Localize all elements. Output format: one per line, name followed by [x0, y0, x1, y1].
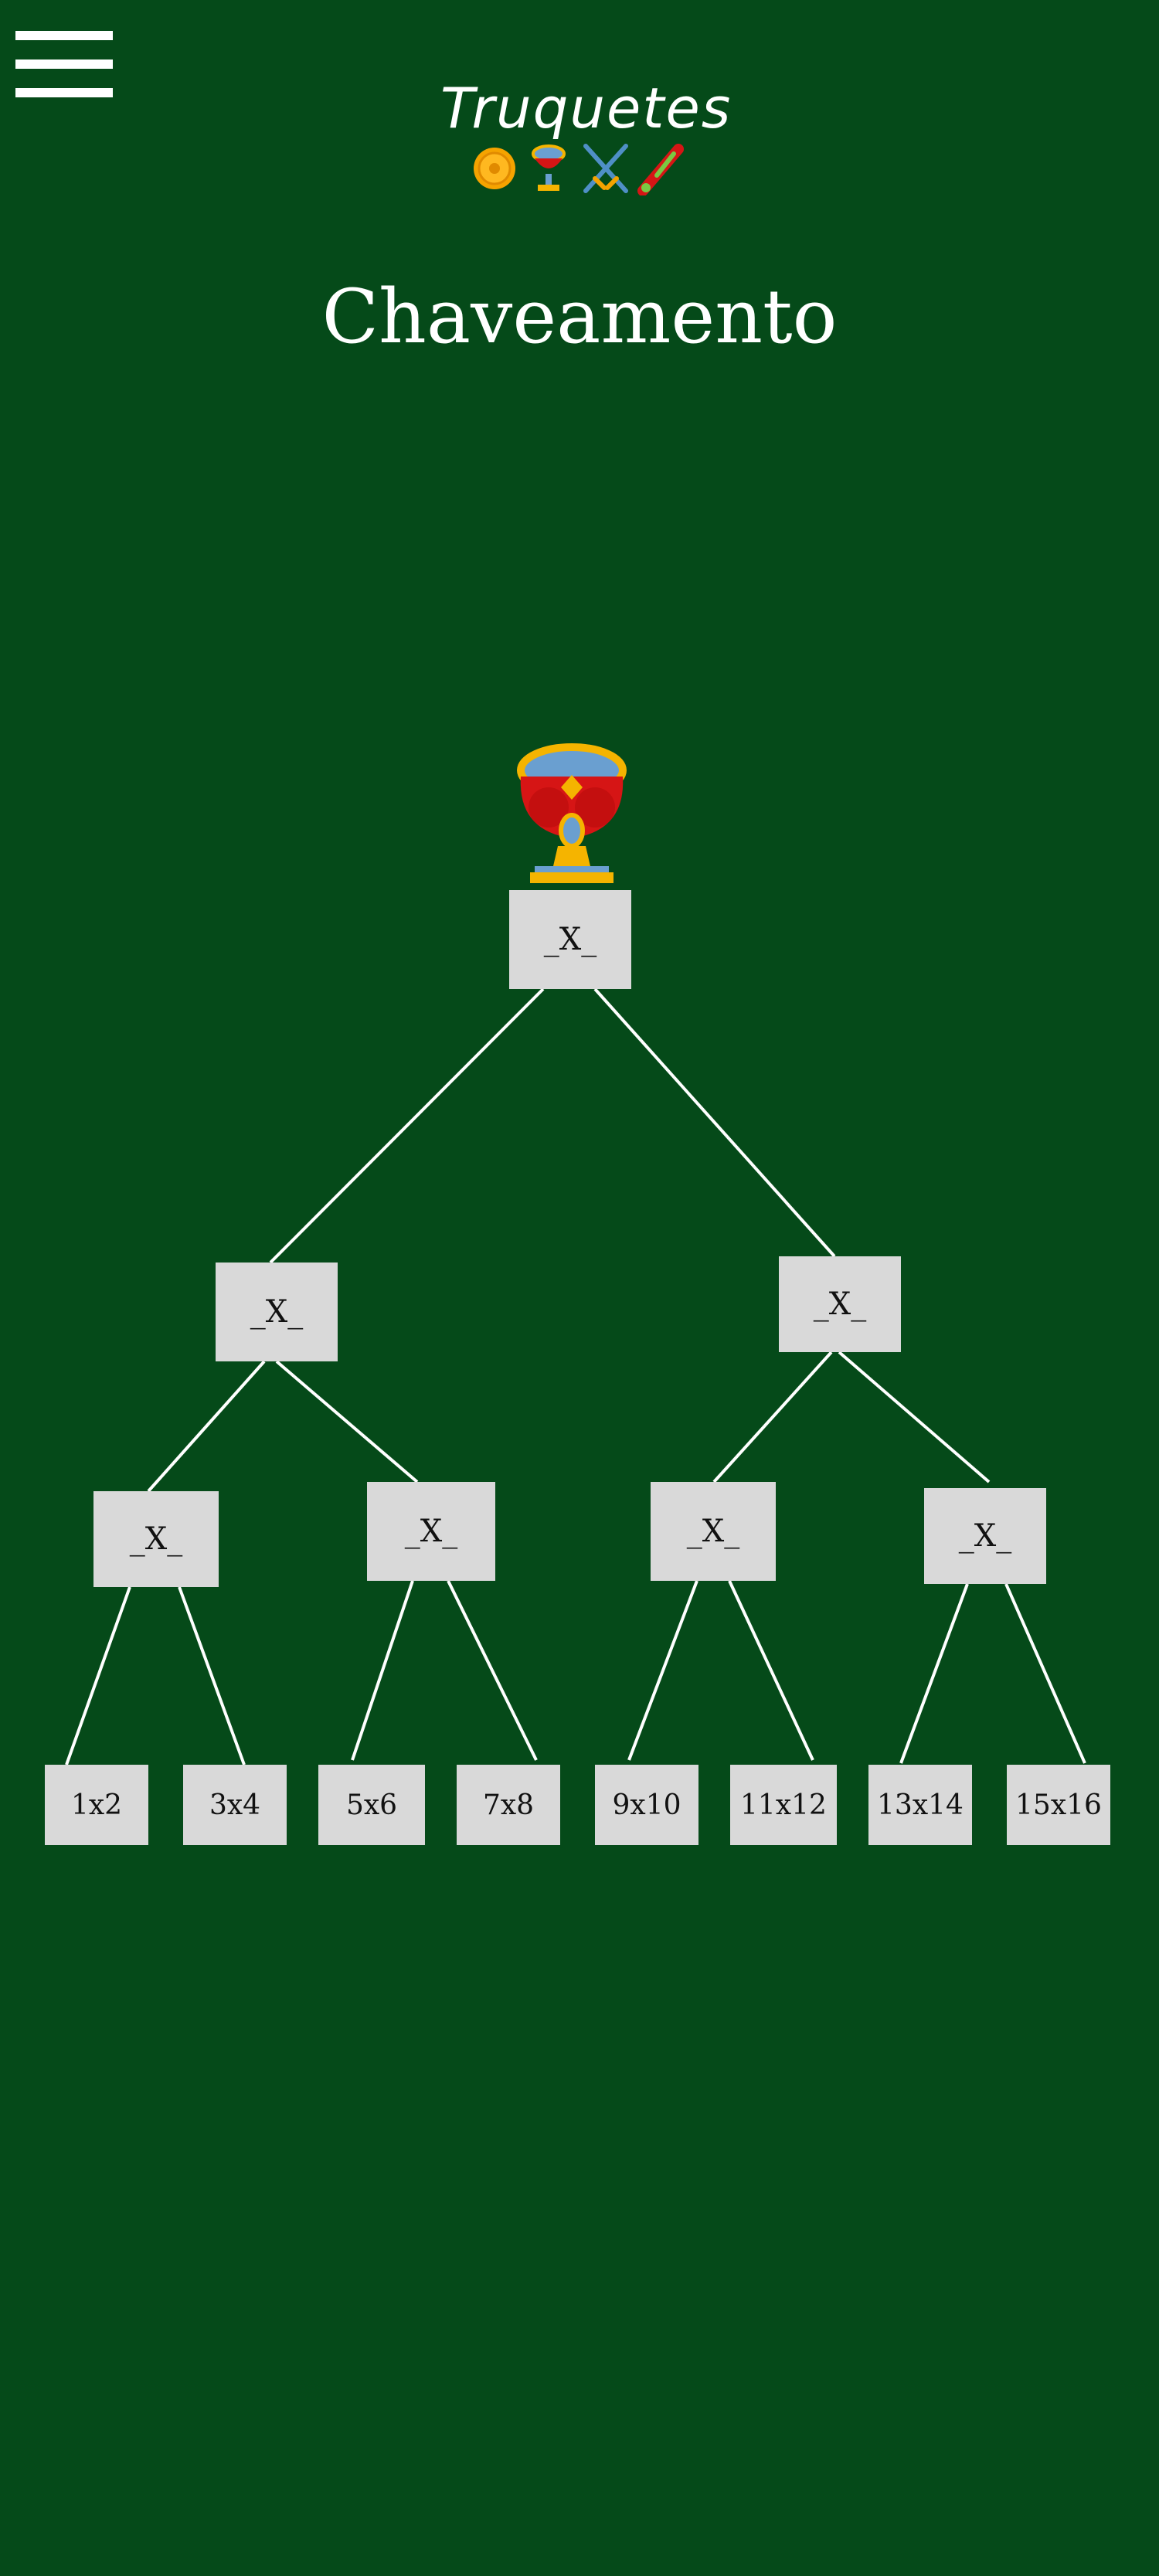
- quarterfinal-match-4[interactable]: _X_: [924, 1488, 1046, 1584]
- final-match[interactable]: _X_: [509, 890, 631, 989]
- match-label: _X_: [686, 1514, 740, 1549]
- gold-coin-icon: [474, 148, 515, 189]
- quarterfinal-match-2[interactable]: _X_: [367, 1482, 495, 1581]
- logo[interactable]: Truquetes: [440, 73, 732, 197]
- match-label: 1x2: [70, 1789, 123, 1821]
- match-label: 5x6: [345, 1789, 398, 1821]
- round16-match-2[interactable]: 3x4: [183, 1765, 287, 1845]
- semifinal-match-2[interactable]: _X_: [779, 1256, 901, 1352]
- quarterfinal-match-1[interactable]: _X_: [93, 1491, 219, 1587]
- match-label: _X_: [958, 1518, 1012, 1554]
- match-label: _X_: [543, 922, 597, 957]
- semifinal-match-1[interactable]: _X_: [216, 1263, 338, 1361]
- round16-match-8[interactable]: 15x16: [1007, 1765, 1110, 1845]
- round16-match-6[interactable]: 11x12: [730, 1765, 837, 1845]
- club-icon: [637, 144, 684, 195]
- goblet-icon: [532, 144, 566, 191]
- round16-match-1[interactable]: 1x2: [45, 1765, 148, 1845]
- quarterfinal-match-3[interactable]: _X_: [651, 1482, 776, 1581]
- menu-button[interactable]: [15, 31, 113, 97]
- crossed-swords-icon: [583, 144, 628, 193]
- match-label: 3x4: [209, 1789, 261, 1821]
- match-label: 15x16: [1015, 1789, 1102, 1821]
- hamburger-menu-icon: [15, 31, 113, 97]
- logo-suits: [474, 144, 684, 195]
- match-label: _X_: [404, 1514, 458, 1549]
- goblet-trophy-icon: [517, 743, 627, 883]
- match-label: _X_: [129, 1521, 183, 1557]
- match-label: 13x14: [877, 1789, 964, 1821]
- round16-match-4[interactable]: 7x8: [457, 1765, 560, 1845]
- round16-match-7[interactable]: 13x14: [868, 1765, 972, 1845]
- match-label: _X_: [813, 1286, 867, 1322]
- match-label: 11x12: [740, 1789, 827, 1821]
- round16-match-5[interactable]: 9x10: [595, 1765, 698, 1845]
- match-label: 9x10: [612, 1789, 681, 1821]
- match-label: 7x8: [482, 1789, 535, 1821]
- match-label: _X_: [250, 1294, 304, 1330]
- page-title: Chaveamento: [321, 274, 838, 360]
- logo-text: Truquetes: [440, 76, 732, 141]
- round16-match-3[interactable]: 5x6: [318, 1765, 425, 1845]
